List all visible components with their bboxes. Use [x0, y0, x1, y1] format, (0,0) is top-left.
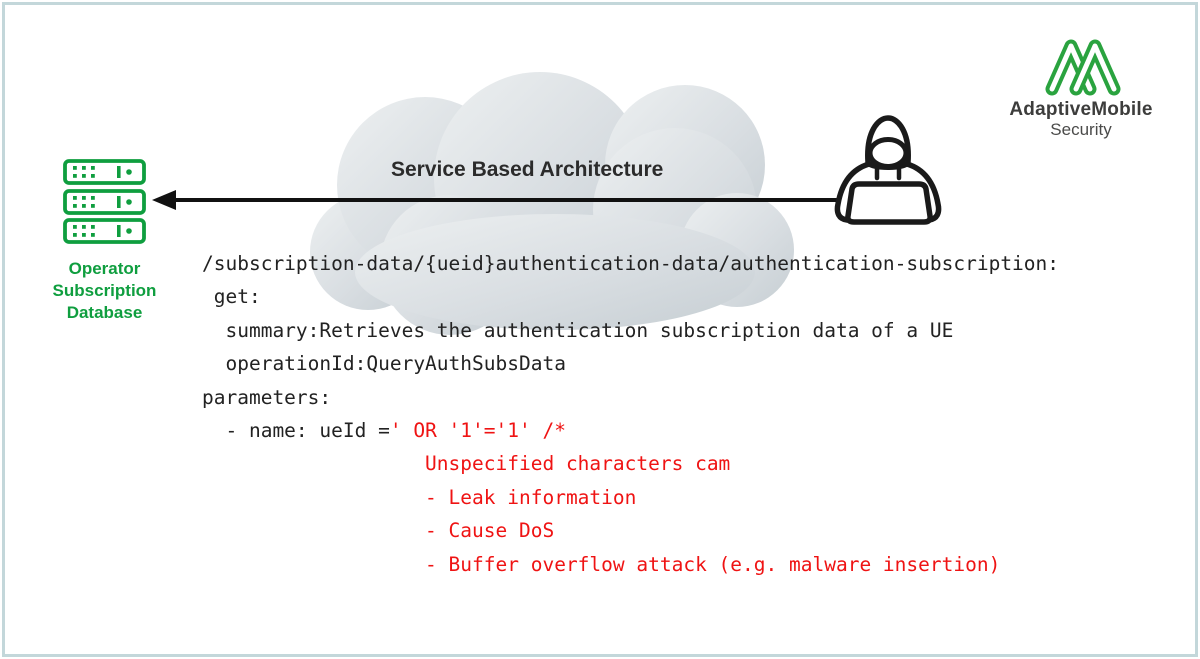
code-line: Unspecified characters cam [202, 452, 1059, 485]
code-text: parameters: [202, 385, 332, 409]
api-code-block: /subscription-data/{ueid}authentication-… [202, 252, 1059, 586]
code-line: parameters: [202, 386, 1059, 419]
database-label-line: Operator [68, 259, 141, 278]
database-server-icon [63, 159, 146, 244]
hacker-icon [834, 115, 942, 225]
code-line: /subscription-data/{ueid}authentication-… [202, 252, 1059, 285]
code-line: summary:Retrieves the authentication sub… [202, 319, 1059, 352]
code-text: get: [202, 285, 261, 309]
code-line: - Buffer overflow attack (e.g. malware i… [202, 553, 1059, 586]
cloud-shape [310, 72, 794, 335]
attack-arrow-head-icon [152, 190, 176, 210]
adaptivemobile-logo-icon [1045, 39, 1121, 96]
service-based-architecture-label: Service Based Architecture [391, 158, 664, 181]
code-text: operationId:QueryAuthSubsData [202, 352, 566, 376]
code-text: - name: ueId = [202, 418, 390, 442]
code-text: /subscription-data/{ueid}authentication-… [202, 252, 1060, 275]
code-line: - Cause DoS [202, 519, 1059, 552]
injected-attack-text: - Cause DoS [202, 519, 555, 543]
injected-attack-text: - Leak information [202, 485, 637, 509]
injected-attack-text: - Buffer overflow attack (e.g. malware i… [202, 552, 1001, 576]
database-label-line: Subscription [52, 281, 157, 300]
injected-attack-text: ' OR '1'='1' /* [389, 418, 566, 442]
code-line: - name: ueId =' OR '1'='1' /* [202, 419, 1059, 452]
injected-attack-text: Unspecified characters cam [202, 452, 731, 476]
code-text: summary:Retrieves the authentication sub… [202, 318, 954, 342]
database-label: Operator Subscription Database [27, 258, 182, 324]
logo-title: AdaptiveMobile [1009, 99, 1153, 120]
code-line: - Leak information [202, 486, 1059, 519]
attack-arrow-line [172, 198, 840, 202]
logo-subtitle: Security [1050, 120, 1112, 139]
database-label-line: Database [66, 303, 143, 322]
code-line: operationId:QueryAuthSubsData [202, 352, 1059, 385]
code-line: get: [202, 285, 1059, 318]
